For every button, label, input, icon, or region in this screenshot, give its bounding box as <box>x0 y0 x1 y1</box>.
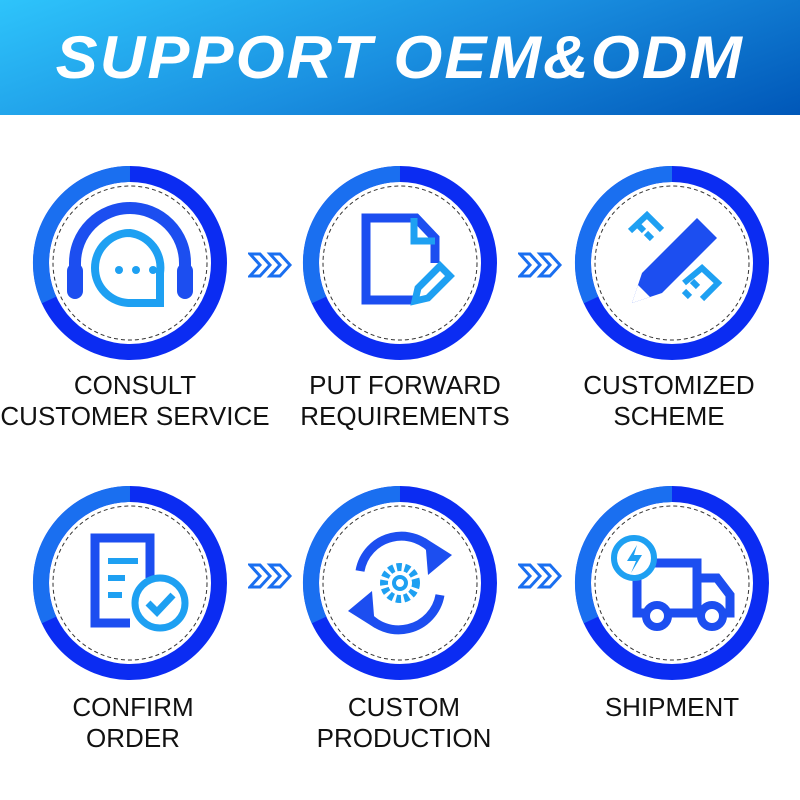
page-title: SUPPORT OEM&ODM <box>55 24 745 91</box>
step-consult <box>30 163 230 363</box>
label-line: PRODUCTION <box>316 723 492 753</box>
label-line: CONSULT <box>73 370 197 400</box>
delivery-truck-icon <box>572 483 772 683</box>
header-banner: SUPPORT OEM&ODM <box>0 0 800 115</box>
step-shipment <box>572 483 772 683</box>
label-line: CUSTOMIZED <box>583 370 755 400</box>
label-line: CUSTOM <box>347 692 461 722</box>
chevrons-right-icon <box>246 250 294 280</box>
chevrons-right-icon <box>516 561 564 591</box>
label-line: CUSTOMER SERVICE <box>0 401 270 431</box>
label-line: ORDER <box>86 723 180 753</box>
order-check-icon <box>30 483 230 683</box>
label-line: CONFIRM <box>72 692 194 722</box>
label-line: PUT FORWARD <box>309 370 501 400</box>
step-confirm-order <box>30 483 230 683</box>
chevrons-right-icon <box>246 561 294 591</box>
document-edit-icon <box>300 163 500 363</box>
label-line: REQUIREMENTS <box>300 401 510 431</box>
label-line: SHIPMENT <box>604 692 740 722</box>
pencil-ruler-icon <box>572 163 772 363</box>
step-scheme <box>572 163 772 363</box>
label-line: SCHEME <box>613 401 725 431</box>
step-production <box>300 483 500 683</box>
gear-cycle-icon <box>300 483 500 683</box>
step-label-shipment: SHIPMENT <box>532 692 800 723</box>
headset-chat-icon <box>30 163 230 363</box>
chevrons-right-icon <box>516 250 564 280</box>
step-requirements <box>300 163 500 363</box>
